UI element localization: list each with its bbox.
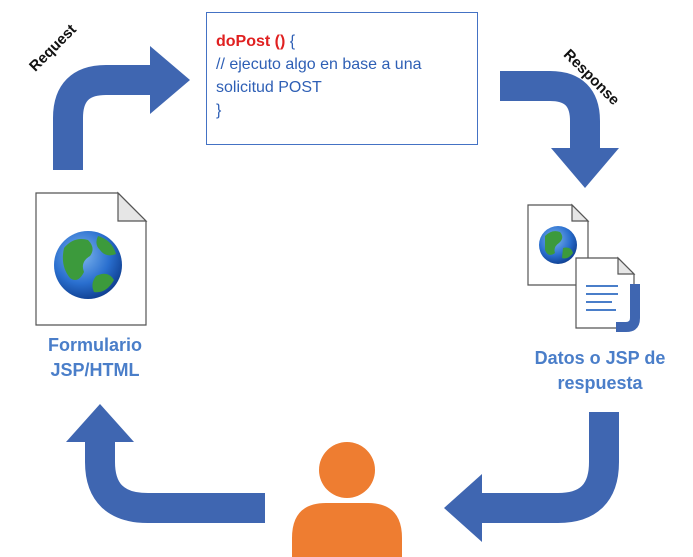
- function-name: doPost (): [216, 33, 286, 50]
- result-label-line-2: respuesta: [557, 373, 643, 393]
- form-label-line-1: Formulario: [47, 335, 142, 355]
- result-label: Datos o JSP de respuesta: [520, 346, 680, 396]
- open-brace: {: [285, 33, 296, 50]
- code-comment-line-1: // ejecuto algo en base a una: [216, 56, 422, 73]
- user-icon: [292, 442, 402, 557]
- code-signature-line: doPost () {: [216, 30, 469, 53]
- request-arrow: [53, 46, 190, 170]
- close-brace: }: [216, 102, 222, 119]
- response-arrow: [500, 71, 619, 188]
- result-documents-icon: [527, 203, 640, 332]
- result-to-user-arrow: [444, 412, 619, 542]
- dopost-code-box: doPost () { // ejecuto algo en base a un…: [206, 12, 478, 145]
- user-to-form-arrow: [66, 404, 265, 523]
- form-label-line-2: JSP/HTML: [50, 360, 140, 380]
- result-label-line-1: Datos o JSP de: [534, 348, 666, 368]
- form-label: Formulario JSP/HTML: [20, 333, 170, 383]
- web-page-globe-icon: [35, 191, 148, 326]
- code-comment-line-2: solicitud POST: [216, 79, 322, 96]
